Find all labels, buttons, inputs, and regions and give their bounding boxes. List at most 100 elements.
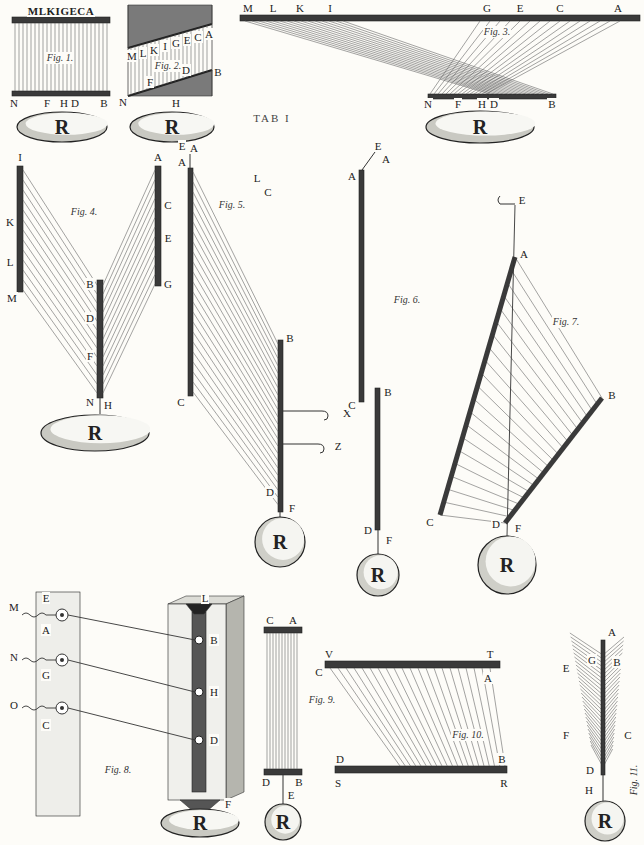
block-front [168,604,226,800]
point-letter: N [9,97,19,109]
pulley-axle [60,706,64,710]
thread-line [103,284,155,393]
point-letter: C [623,729,632,741]
hook [283,411,328,420]
thread-line [294,21,522,94]
figure-number: Fig. 2. [154,60,182,72]
point-letter: N [423,98,433,110]
thread-line [266,21,504,94]
thread-line [586,717,603,739]
point-letter: E [374,140,383,152]
point-letter: F [43,97,51,109]
point-letter: E [287,789,296,801]
point-letter: G [163,278,173,290]
weight: R [129,111,215,143]
thread-line [91,23,92,91]
pulley-axle [60,613,64,617]
thread-line [103,189,155,303]
point-letter: H [477,98,487,110]
weight-letter: R [500,554,514,576]
weight-outline [130,112,214,142]
thread-line [466,21,570,94]
weight-letter: R [473,116,487,138]
cord [68,660,195,692]
point-letter: F [224,798,232,810]
slant-bar [440,257,515,515]
thread-line [19,23,20,91]
thread-line [572,645,603,667]
figure-number: Fig. 5. [218,199,246,211]
figure-number: Fig. 10. [451,729,484,741]
hook [280,512,281,517]
weight-face [592,802,624,834]
point-letter: C [347,399,356,411]
point-letter: A [189,142,199,154]
thread-line [107,23,108,91]
point-letter: F [514,522,522,534]
thread-line [338,668,405,766]
hook [603,775,604,801]
figure-number: Fig. 7. [552,316,580,328]
thread-line [103,199,155,313]
thread-line [23,270,97,375]
point-letter: A [483,672,493,684]
thread-line [23,290,97,393]
thread-line [294,633,295,769]
weight: R [40,414,150,452]
point-letter: I [327,2,333,14]
weight-face [364,555,398,589]
thread-line [458,668,484,766]
thread-line [442,668,474,766]
point-letter: G [587,654,597,666]
thread-line [603,649,623,667]
figure-number: Fig. 3. [483,26,511,38]
weight: R [584,800,626,842]
thread-line [329,21,544,94]
thread-line [103,246,155,357]
thread-line [276,633,277,769]
point-letter: D [85,312,95,324]
thread-line [496,322,578,430]
thread-line [603,653,622,671]
point-letter: T [486,648,495,660]
weight: R [264,803,302,841]
thread-line [193,182,278,351]
thread-line [15,23,16,91]
bottom-bar [12,91,110,96]
side-bar [155,166,161,286]
rod [601,640,605,775]
point-letter: D [489,98,499,110]
thread-line [580,685,603,707]
weight-face [271,806,299,834]
thread-line [267,633,268,769]
point-letter: A [381,153,391,165]
thread-line [193,212,278,373]
thread-line [103,170,155,285]
wavy-string [22,658,56,662]
hook [378,530,379,554]
figure-number: Fig. 8. [104,764,132,776]
thread-line [474,399,549,467]
thread-line [23,210,97,321]
point-letter: E [562,662,571,674]
point-letter: A [153,151,163,163]
weight: R [356,553,400,597]
thread-line [103,265,155,375]
ring [195,736,203,744]
weight: R [425,110,535,144]
thread-line [279,633,280,769]
thread-line [270,633,271,769]
top-bar [264,627,302,633]
thread-line [459,451,530,492]
weight-outline [161,809,239,837]
weight-letter: R [165,116,179,138]
pulley-axle [60,658,64,662]
thread-line [579,681,603,703]
point-letter: L [253,172,262,184]
figure-number: Fig. 4. [70,206,98,218]
weight: R [254,516,306,568]
point-letter: C [425,516,434,528]
point-letter: MLKIGECA [27,5,95,17]
thread-line [193,372,278,490]
frame-edge [212,5,213,96]
